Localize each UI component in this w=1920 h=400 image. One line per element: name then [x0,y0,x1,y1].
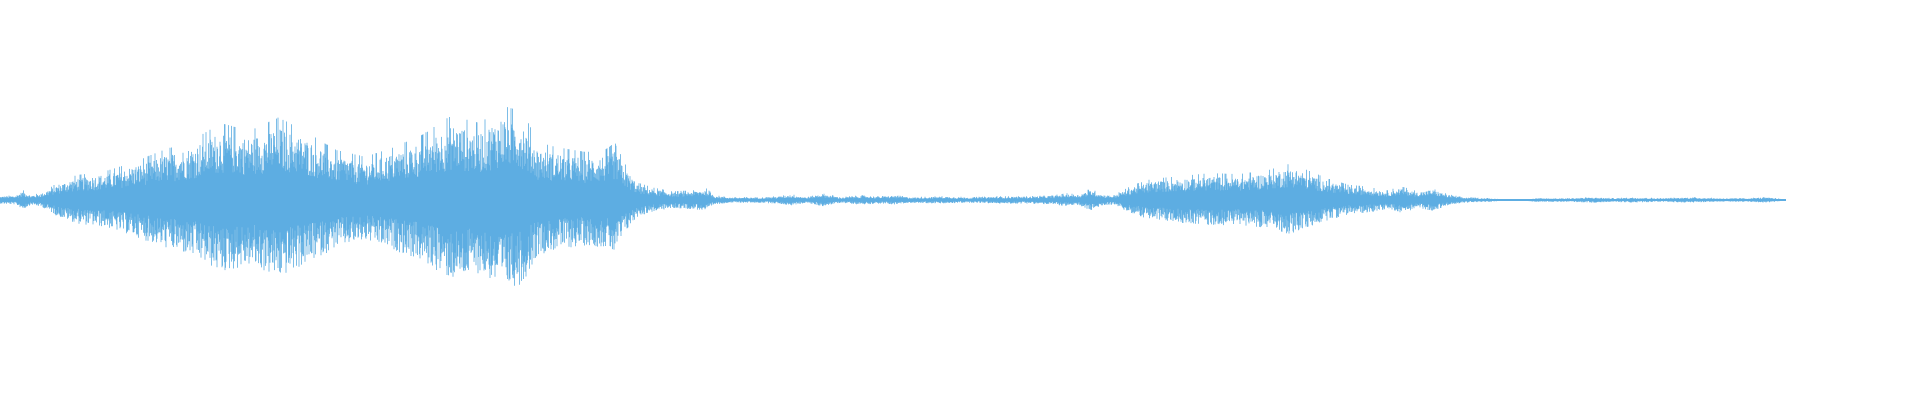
waveform-trace [0,107,1786,286]
waveform-samples [0,107,1786,286]
